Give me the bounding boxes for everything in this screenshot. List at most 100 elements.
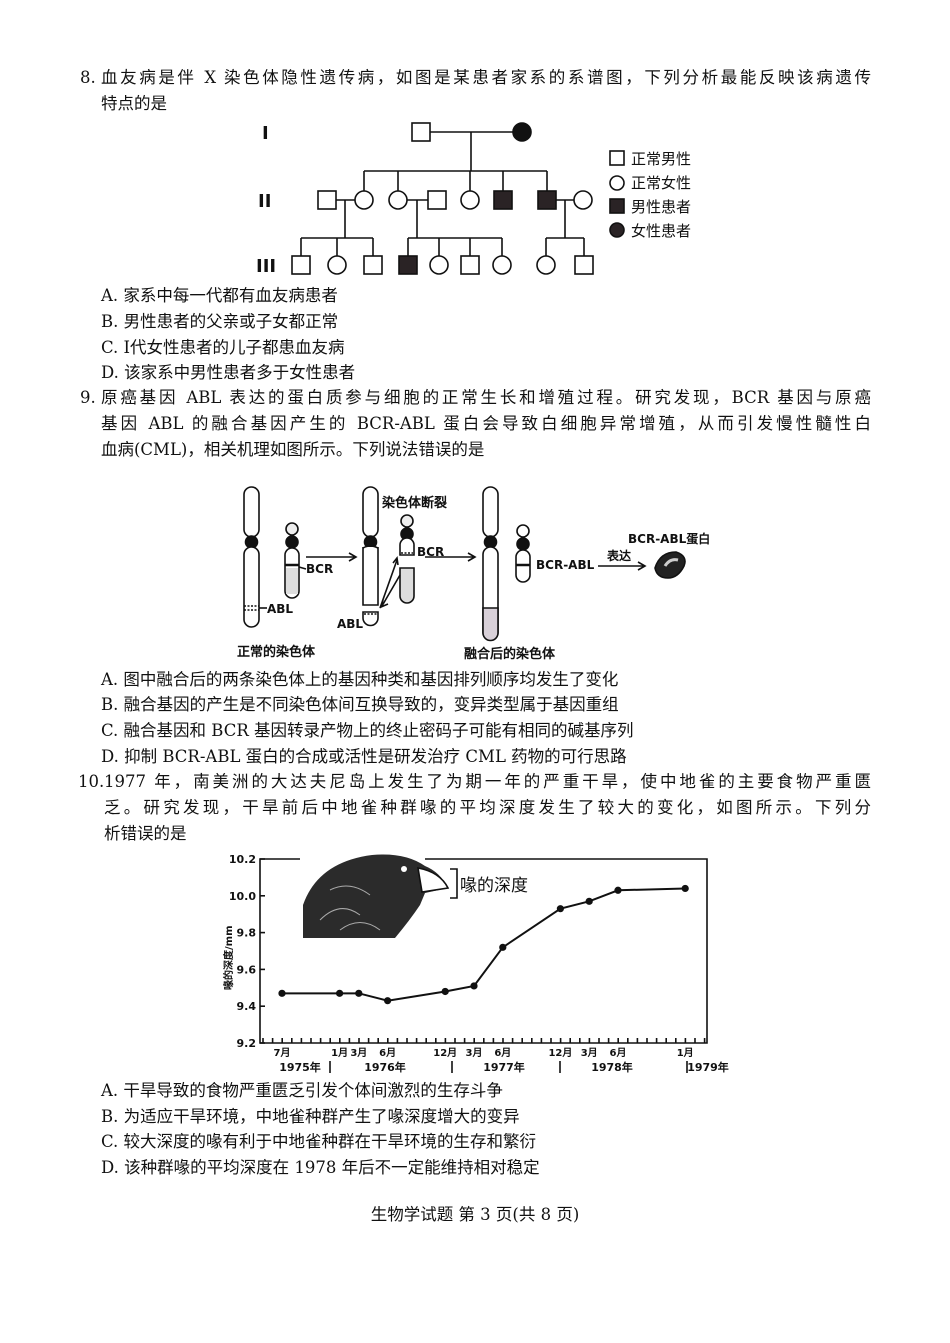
- q9-stem-line2: 基因 ABL 的融合基因产生的 BCR-ABL 蛋白会导致白细胞异常增殖，从而引…: [101, 414, 871, 433]
- y-tick-label: 10.2: [229, 853, 256, 866]
- x-tick-label: 6月: [494, 1047, 511, 1059]
- y-tick-label: 9.6: [237, 963, 257, 976]
- data-point: [470, 982, 478, 990]
- data-point: [556, 905, 565, 913]
- arrow-icon: [598, 561, 647, 571]
- gen3-normal-female: [429, 255, 449, 275]
- y-tick-label: 9.2: [237, 1037, 257, 1050]
- q9-stem-line3: 血病(CML)，相关机理如图所示。下列说法错误的是: [101, 440, 485, 459]
- gen1-affected-female: [512, 122, 532, 142]
- q10-option-c: C. 较大深度的喙有利于中地雀种群在干旱环境的生存和繁衍: [101, 1132, 537, 1151]
- abl-band: [244, 605, 259, 611]
- x-tick-label: 3月: [581, 1047, 598, 1059]
- gen3-normal-female: [492, 255, 512, 275]
- gen3-normal-male: [574, 255, 594, 275]
- express-label: 表达: [606, 548, 631, 563]
- arrow-icon: [425, 552, 477, 562]
- bracket-icon: [450, 868, 458, 899]
- year-label: 1978年: [591, 1060, 633, 1074]
- chromosome-arm: [243, 486, 260, 538]
- gen1-normal-male: [411, 122, 431, 142]
- data-point: [585, 897, 593, 905]
- q10-stem-line2: 乏。研究发现，干旱前后中地雀种群喙的平均深度发生了较大的变化，如图所示。下列分: [104, 798, 871, 817]
- gen2-normal-female: [573, 190, 593, 210]
- q10-stem-line3: 析错误的是: [104, 824, 187, 843]
- pedigree-lines: [300, 131, 585, 256]
- data-point: [441, 987, 449, 996]
- beak-depth-annotation: 喙的深度: [460, 876, 528, 896]
- q9-number: 9.: [80, 388, 96, 407]
- arrow-icon: [306, 552, 358, 562]
- gen3-normal-male: [460, 255, 480, 275]
- bird-illustration-icon: [303, 854, 450, 938]
- q8-stem-line2: 特点的是: [101, 94, 167, 113]
- generation-label: I: [262, 123, 269, 144]
- exchange-arrows: [379, 556, 401, 609]
- q9-stem-line1: 原癌基因 ABL 表达的蛋白质参与细胞的正常生长和增殖过程。研究发现，BCR 基…: [101, 388, 871, 407]
- data-point: [355, 989, 363, 997]
- data-point: [336, 989, 344, 997]
- year-label: 1979年: [687, 1060, 729, 1074]
- page-footer: 生物学试题 第 3 页(共 8 页): [370, 1205, 580, 1224]
- legend-label: 正常男性: [631, 150, 691, 168]
- q10-option-a: A. 干旱导致的食物严重匮乏引发个体间激烈的生存斗争: [101, 1081, 503, 1100]
- legend-label: 正常女性: [631, 174, 691, 192]
- legend-affected-male-icon: [609, 198, 625, 214]
- x-tick-label: 12月: [433, 1047, 457, 1059]
- x-tick-label: 3月: [466, 1047, 483, 1059]
- legend-label: 男性患者: [631, 198, 691, 216]
- y-tick-label: 10.0: [229, 890, 256, 903]
- gen3-normal-male: [363, 255, 383, 275]
- year-label: 1975年: [279, 1060, 321, 1074]
- data-point: [614, 886, 622, 894]
- gen2-normal-male: [317, 190, 337, 210]
- q10-option-d: D. 该种群喙的平均深度在 1978 年后不一定能维持相对稳定: [101, 1158, 540, 1177]
- year-label: 1977年: [483, 1060, 525, 1074]
- x-tick-label: 12月: [548, 1047, 572, 1059]
- fused-chromosome-label: 融合后的染色体: [464, 646, 556, 662]
- gen3-normal-male: [291, 255, 311, 275]
- gen2-normal-female: [388, 190, 408, 210]
- centromere: [285, 535, 299, 549]
- pedigree-legend: 正常男性 正常女性 男性患者 女性患者: [609, 150, 691, 240]
- q9-option-d: D. 抑制 BCR-ABL 蛋白的合成或活性是研发治疗 CML 药物的可行思路: [101, 747, 627, 766]
- q8-option-c: C. Ⅰ代女性患者的儿子都患血友病: [101, 338, 345, 357]
- y-tick-label: 9.4: [237, 1000, 257, 1013]
- y-axis-label: 喙的深度/mm: [222, 926, 235, 991]
- legend-label: 女性患者: [631, 222, 691, 240]
- data-point: [681, 884, 689, 893]
- year-label: 1976年: [364, 1060, 406, 1074]
- gen2-normal-female: [460, 190, 480, 210]
- q9-option-b: B. 融合基因的产生是不同染色体间互换导致的，变异类型属于基因重组: [101, 695, 619, 714]
- abl-label: ABL: [337, 617, 363, 631]
- gen2-normal-female: [354, 190, 374, 210]
- generation-label: II: [258, 191, 271, 212]
- gen3-affected-male: [398, 255, 418, 275]
- x-tick-label: 7月: [274, 1047, 291, 1059]
- x-tick-label: 1月: [331, 1047, 348, 1059]
- q8-option-a: A. 家系中每一代都有血友病患者: [101, 286, 338, 305]
- data-point: [278, 989, 286, 997]
- break-label: 染色体断裂: [381, 495, 448, 511]
- y-tick-label: 9.8: [237, 927, 257, 940]
- bcr-label: BCR: [417, 545, 444, 559]
- q8-option-b: B. 男性患者的父亲或子女都正常: [101, 312, 339, 331]
- q9-option-c: C. 融合基因和 BCR 基因转录产物上的终止密码子可能有相同的碱基序列: [101, 721, 634, 740]
- gen2-affected-male: [493, 190, 513, 210]
- fusion-gene-label: BCR-ABL: [536, 558, 595, 572]
- q9-option-a: A. 图中融合后的两条染色体上的基因种类和基因排列顺序均发生了变化: [101, 670, 619, 689]
- q10-stem-line1: 1977 年，南美洲的大达夫尼岛上发生了为期一年的严重干旱，使中地雀的主要食物严…: [104, 772, 871, 791]
- protein-icon: [654, 551, 686, 579]
- abl-fragment: [362, 611, 379, 627]
- x-tick-label: 6月: [610, 1047, 627, 1059]
- x-tick-label: 1月: [677, 1047, 694, 1059]
- chromosome-arm: [243, 546, 260, 628]
- q8-number: 8.: [80, 68, 96, 87]
- gen2-affected-male: [537, 190, 557, 210]
- gen3-normal-female: [327, 255, 347, 275]
- x-tick-label: 3月: [350, 1047, 367, 1059]
- q8-option-d: D. 该家系中男性患者多于女性患者: [101, 363, 356, 382]
- legend-normal-female-icon: [609, 175, 625, 191]
